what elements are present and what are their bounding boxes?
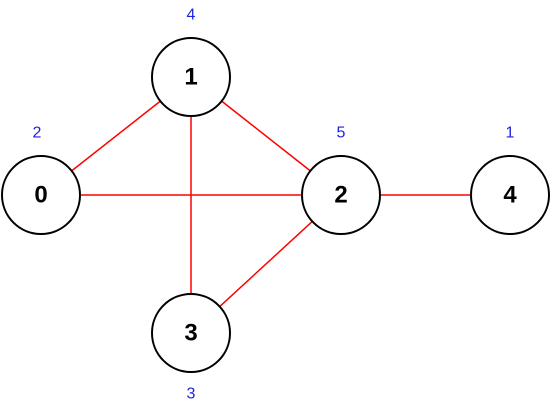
nodes-layer: 0 1 2 3 4 <box>1 37 550 373</box>
node-label: 4 <box>503 182 517 209</box>
node-label: 3 <box>184 320 197 347</box>
node-circle <box>470 155 550 235</box>
node-label: 0 <box>34 182 47 209</box>
node-circle <box>1 155 81 235</box>
node-label: 1 <box>184 64 197 91</box>
weights-layer: 2 4 5 3 1 <box>33 7 515 403</box>
node-weight-0: 2 <box>33 125 42 142</box>
node-1: 1 <box>151 37 231 117</box>
edges-layer <box>71 100 471 308</box>
node-weight-2: 5 <box>337 125 346 142</box>
edge-2-3 <box>219 220 313 308</box>
node-circle <box>151 37 231 117</box>
node-weight-4: 1 <box>506 125 515 142</box>
edge-1-2 <box>221 100 311 172</box>
node-circle <box>301 155 381 235</box>
node-2: 2 <box>301 155 381 235</box>
node-weight-3: 3 <box>187 386 196 403</box>
node-label: 2 <box>334 182 347 209</box>
node-4: 4 <box>470 155 550 235</box>
node-weight-1: 4 <box>187 7 196 24</box>
node-3: 3 <box>151 293 231 373</box>
node-circle <box>151 293 231 373</box>
edge-0-1 <box>71 100 161 172</box>
node-0: 0 <box>1 155 81 235</box>
